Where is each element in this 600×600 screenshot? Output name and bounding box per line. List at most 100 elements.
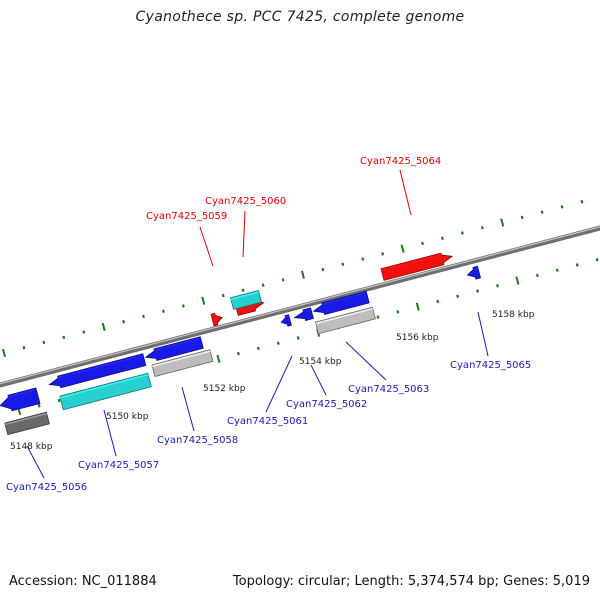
forward-ruler-tick: [2, 348, 6, 358]
gene-Cyan7425_5062: [293, 307, 314, 321]
gene-label-leader: [310, 364, 327, 396]
feature-track-1: [59, 372, 152, 411]
reverse-ruler-tick: [256, 346, 260, 351]
gene-Cyan7425_5063-highlight: [321, 292, 367, 306]
forward-ruler-tick: [201, 296, 206, 305]
forward-ruler-tick: [101, 322, 106, 331]
genome-summary-text: Topology: circular; Length: 5,374,574 bp…: [232, 574, 590, 589]
reverse-ruler-tick: [396, 310, 400, 314]
reverse-ruler-tick: [37, 404, 41, 408]
forward-ruler-tick: [241, 288, 245, 293]
gene-Cyan7425_5056-highlight: [8, 388, 37, 398]
feature-track-2-highlight: [152, 350, 211, 368]
forward-ruler-tick: [22, 345, 26, 350]
feature-track-4: [4, 411, 50, 436]
gene-Cyan7425_5058: [144, 336, 204, 361]
feature-track-3: [314, 306, 376, 335]
tick-label: 5154 kbp: [299, 357, 342, 367]
forward-ruler-tick: [580, 199, 584, 204]
feature-track-2: [151, 349, 214, 377]
forward-ruler-tick: [500, 218, 505, 227]
genome-backbone: [0, 225, 600, 388]
forward-ruler-tick: [460, 231, 464, 235]
gene-Cyan7425_5061-highlight: [285, 315, 290, 318]
map-title: Cyanothece sp. PCC 7425, complete genome: [135, 9, 465, 25]
reverse-ruler-tick: [296, 336, 300, 340]
accession-text: Accession: NC_011884: [9, 574, 157, 589]
gene-label: Cyan7425_5058: [157, 435, 238, 446]
feature-track-4-highlight: [4, 412, 47, 426]
reverse-ruler-tick: [575, 263, 579, 267]
reverse-ruler-tick: [496, 284, 499, 288]
gene-label-leader: [103, 409, 117, 457]
gene-Cyan7425_5059: [210, 312, 223, 327]
gene-Cyan7425_5057-highlight: [57, 354, 144, 379]
forward-ruler-tick: [381, 252, 385, 256]
reverse-ruler-tick: [57, 398, 61, 403]
reverse-ruler-tick: [515, 276, 520, 285]
gene-label-leader: [265, 355, 293, 413]
gene-Cyan7425_5063: [312, 290, 370, 315]
gene-label-leader: [199, 226, 214, 267]
gene-label-leader: [477, 311, 489, 357]
gene-label-leader: [181, 386, 195, 432]
forward-ruler-tick: [122, 319, 126, 324]
gene-label: Cyan7425_5059: [146, 211, 227, 222]
forward-ruler-tick: [181, 304, 185, 308]
gene-label: Cyan7425_5060: [205, 196, 286, 207]
gene-label: Cyan7425_5061: [227, 416, 308, 427]
reverse-ruler-tick: [436, 299, 440, 304]
gene-Cyan7425_5062-highlight: [303, 308, 312, 313]
reverse-ruler-tick: [276, 341, 280, 345]
feature-track-0: [229, 290, 262, 310]
forward-ruler-tick: [421, 241, 424, 246]
gene-label-leader: [345, 341, 387, 381]
gene-Cyan7425_5064: [380, 252, 454, 281]
gene-label: Cyan7425_5062: [286, 399, 367, 410]
forward-ruler-tick: [520, 215, 524, 220]
tick-label: 5152 kbp: [203, 384, 246, 394]
reverse-ruler-tick: [555, 268, 559, 272]
gene-Cyan7425_5059-highlight: [211, 314, 216, 317]
gene-Cyan7425_5061: [280, 314, 292, 327]
tick-label: 5156 kbp: [396, 333, 439, 343]
feature-track-1-highlight: [59, 373, 149, 399]
feature-track-3-highlight: [315, 307, 373, 325]
tick-label: 5158 kbp: [492, 310, 535, 320]
reverse-ruler-tick: [376, 315, 380, 319]
reverse-ruler-tick: [456, 294, 460, 298]
gene-Cyan7425_5056: [0, 387, 41, 412]
gene-label-leader: [242, 210, 246, 258]
forward-ruler-tick: [162, 309, 165, 313]
tick-label: 5150 kbp: [106, 412, 149, 422]
forward-ruler-tick: [400, 244, 405, 253]
tick-label: 5148 kbp: [10, 442, 53, 452]
forward-ruler-tick: [42, 340, 46, 345]
forward-ruler-tick: [300, 270, 305, 279]
gene-label: Cyan7425_5056: [6, 482, 87, 493]
forward-ruler-tick: [321, 267, 325, 272]
gene-Cyan7425_5058-highlight: [154, 337, 201, 352]
reverse-ruler-tick: [415, 302, 420, 311]
gene-Cyan7425_5065: [466, 265, 481, 280]
reverse-ruler-tick: [216, 354, 221, 363]
feature-track-0-highlight: [230, 291, 260, 300]
forward-ruler-tick: [480, 226, 484, 230]
forward-ruler-tick: [281, 278, 285, 282]
forward-ruler-tick: [62, 335, 66, 340]
forward-ruler-tick: [82, 330, 86, 334]
gene-label: Cyan7425_5064: [360, 156, 441, 167]
reverse-ruler-tick: [535, 273, 539, 278]
gene-Cyan7425_5064-highlight: [381, 253, 442, 271]
genome-backbone-highlight: [0, 226, 600, 385]
reverse-ruler-tick: [236, 351, 240, 356]
gene-label-leader: [399, 169, 412, 216]
gene-label: Cyan7425_5057: [78, 460, 159, 471]
gene-label-leader: [26, 445, 45, 479]
gene-Cyan7425_5065-highlight: [473, 267, 479, 270]
gene-label: Cyan7425_5065: [450, 360, 531, 371]
forward-ruler-tick: [361, 257, 365, 261]
forward-ruler-tick: [441, 236, 444, 240]
forward-ruler-tick: [560, 205, 564, 209]
